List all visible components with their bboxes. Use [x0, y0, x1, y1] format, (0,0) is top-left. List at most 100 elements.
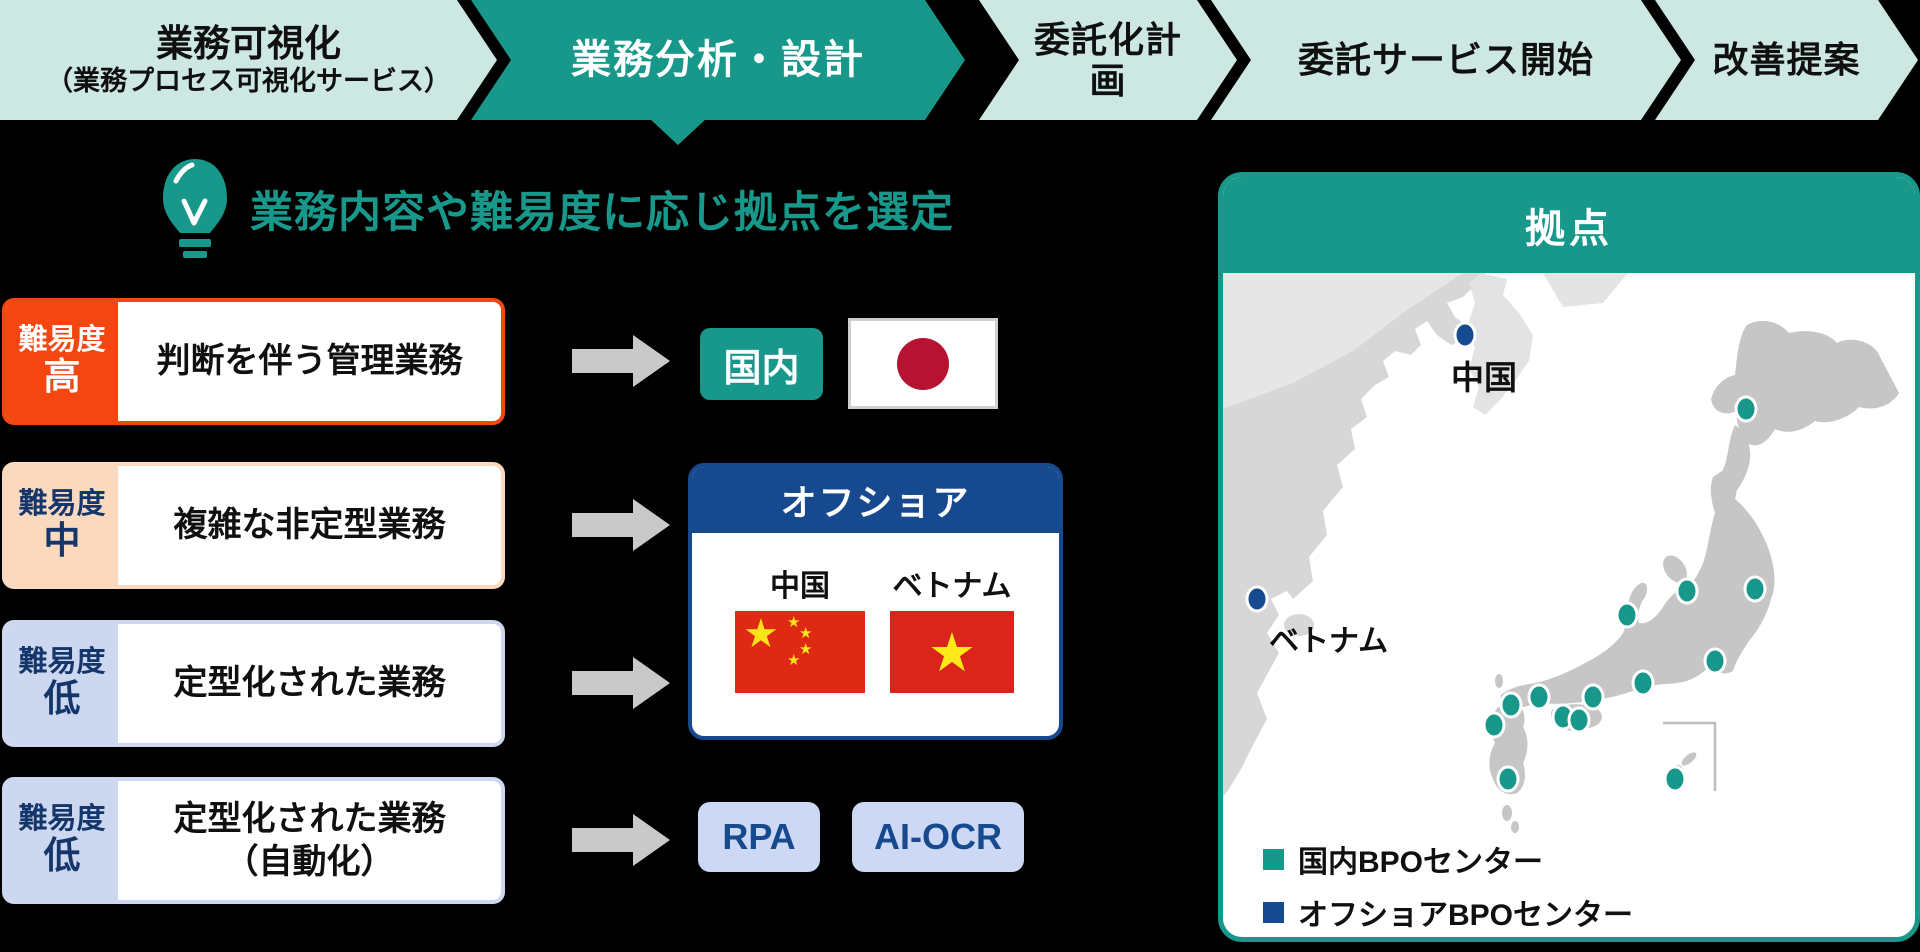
task-description: 複雑な非定型業務: [118, 466, 501, 585]
honshu: [1500, 469, 1775, 708]
difficulty-level: 低: [43, 678, 81, 720]
vietnam-label: ベトナム: [892, 570, 1012, 603]
legend-label: オフショアBPOセンター: [1298, 899, 1634, 932]
map-china-label: 中国: [1451, 359, 1517, 396]
legend-domestic: 国内BPOセンター: [1263, 837, 1543, 881]
legend-swatch-domestic: [1263, 848, 1284, 870]
difficulty-level: 高: [43, 356, 81, 398]
offshore-box: オフショア 中国 ベトナム ★ ★ ★ ★ ★ ★: [688, 463, 1063, 740]
right-arrow-icon: [572, 814, 670, 866]
china-flag-small-star: ★: [787, 614, 801, 631]
small-island: [1511, 821, 1519, 833]
bpo-marker-tokushima: [1567, 706, 1591, 734]
flow-step-label: 委託化計画: [1033, 18, 1182, 101]
bpo-marker-tokyo: [1703, 647, 1727, 675]
korea-peninsula: [1467, 273, 1533, 415]
sado-island: [1663, 555, 1687, 583]
bpo-marker-sendai: [1743, 575, 1767, 603]
task-description: 定型化された業務 （自動化）: [118, 781, 501, 900]
legend-swatch-offshore: [1263, 901, 1284, 923]
flow-step-sublabel: （業務プロセス可視化サービス）: [46, 65, 451, 96]
difficulty-word: 難易度: [18, 646, 106, 679]
task-line: 定型化された業務: [173, 800, 446, 838]
right-arrow-icon: [572, 657, 670, 709]
japan-flag-sun: [897, 337, 949, 390]
flow-step-label: 改善提案: [1712, 39, 1861, 81]
task-line: 定型化された業務: [173, 664, 446, 703]
flow-step-improvement: 改善提案: [1655, 0, 1918, 120]
bpo-marker-niigata: [1675, 577, 1699, 605]
flow-step-label: 業務可視化: [156, 23, 341, 65]
flow-step-label: 業務分析・設計: [571, 38, 865, 82]
flow-step-visualization: 業務可視化 （業務プロセス可視化サービス）: [0, 0, 497, 120]
vietnam-flag: ★: [890, 611, 1014, 693]
difficulty-label: 難易度 中: [6, 466, 118, 585]
china-flag: ★ ★ ★ ★ ★: [735, 611, 865, 693]
bpo-marker-layer: [1245, 321, 1767, 793]
bpo-marker-okinawa: [1663, 765, 1687, 793]
offshore-title: オフショア: [692, 467, 1059, 533]
bpo-marker-fukuoka: [1499, 691, 1523, 719]
difficulty-row-high: 難易度 高 判断を伴う管理業務: [2, 298, 505, 425]
task-line: （自動化）: [224, 842, 395, 881]
china-landmass: [1223, 273, 1485, 797]
bpo-marker-nagoya: [1631, 669, 1655, 697]
flow-step-analysis-design-active: 業務分析・設計: [471, 0, 965, 120]
legend-label: 国内BPOセンター: [1298, 846, 1544, 879]
flow-step-service-start: 委託サービス開始: [1211, 0, 1681, 120]
flow-step-outsourcing-plan: 委託化計画: [979, 0, 1237, 120]
tsushima-island: [1495, 674, 1503, 688]
bpo-marker-kanazawa: [1615, 601, 1639, 629]
difficulty-word: 難易度: [18, 488, 106, 521]
china-flag-star: ★: [743, 612, 779, 656]
difficulty-label: 難易度 低: [6, 781, 118, 900]
difficulty-row-low-automation: 難易度 低 定型化された業務 （自動化）: [2, 777, 505, 904]
hainan-island: [1284, 614, 1314, 636]
bpo-marker-sapporo: [1734, 395, 1758, 423]
task-description: 判断を伴う管理業務: [118, 302, 501, 421]
vietnam-flag-star: ★: [927, 622, 977, 683]
difficulty-level: 中: [43, 520, 81, 562]
okinawa-inset-frame: [1663, 721, 1717, 791]
rpa-badge: RPA: [698, 802, 820, 872]
domestic-badge: 国内: [700, 328, 823, 400]
japan-flag: [848, 318, 998, 409]
bpo-marker-kagoshima: [1496, 765, 1520, 793]
difficulty-label: 難易度 低: [6, 624, 118, 743]
difficulty-label: 難易度 高: [6, 302, 118, 421]
bpo-marker-vietnam: [1245, 585, 1269, 613]
ai-ocr-badge: AI-OCR: [852, 802, 1024, 872]
china-flag-small-star: ★: [799, 625, 813, 642]
right-arrow-icon: [572, 499, 670, 551]
task-description: 定型化された業務: [118, 624, 501, 743]
map-vietnam-label: ベトナム: [1269, 625, 1388, 658]
small-island: [1502, 805, 1512, 821]
map-panel-title: 拠点: [1223, 177, 1915, 273]
asia-japan-map: 中国 ベトナム: [1223, 273, 1899, 833]
task-line: 複雑な非定型業務: [173, 506, 446, 545]
bpo-marker-osaka: [1581, 683, 1605, 711]
right-arrow-icon: [572, 335, 670, 387]
bpo-marker-china: [1453, 321, 1477, 349]
task-line: 判断を伴う管理業務: [156, 342, 463, 381]
difficulty-word: 難易度: [18, 803, 106, 836]
active-step-pointer: [649, 118, 707, 145]
difficulty-word: 難易度: [18, 324, 106, 357]
bpo-marker-hiroshima: [1527, 683, 1551, 711]
okinawa-island: [1681, 752, 1697, 766]
inland-light-region: [1223, 273, 1463, 409]
section-heading: 業務内容や難易度に応じ拠点を選定: [250, 189, 954, 237]
bpo-marker-nagasaki: [1482, 711, 1506, 739]
north-light-region: [1543, 273, 1628, 307]
lightbulb-icon: [163, 159, 227, 258]
china-label: 中国: [770, 570, 830, 603]
legend-offshore: オフショアBPOセンター: [1263, 890, 1633, 934]
difficulty-row-medium: 難易度 中 複雑な非定型業務: [2, 462, 505, 589]
china-flag-small-star: ★: [799, 641, 813, 658]
bpo-locations-panel: 拠点 中国 ベトナム 国内BPOセンター オフショアBPOセンター: [1218, 172, 1920, 942]
hokkaido: [1711, 320, 1899, 446]
flow-step-label: 委託サービス開始: [1297, 39, 1594, 81]
china-flag-small-star: ★: [787, 652, 801, 669]
difficulty-level: 低: [43, 835, 81, 877]
